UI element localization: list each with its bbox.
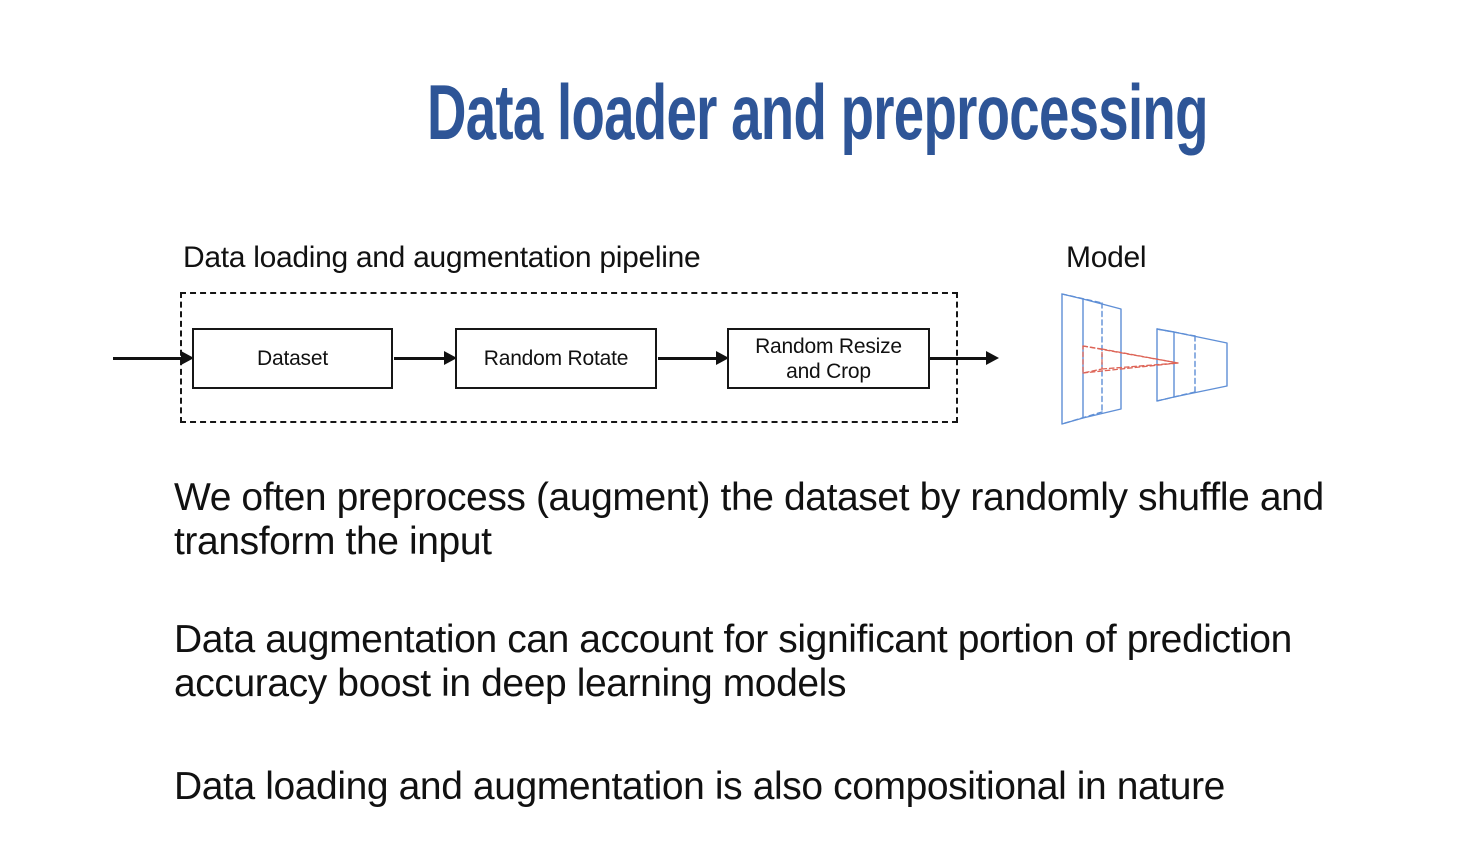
paragraph-preprocess: We often preprocess (augment) the datase…	[174, 476, 1324, 564]
arrow-head-icon	[444, 351, 457, 365]
flow-arrow-dataset-to-rotate	[394, 351, 457, 365]
paragraph-line: We often preprocess (augment) the datase…	[174, 476, 1324, 519]
paragraph-line: transform the input	[174, 520, 492, 563]
arrow-shaft	[658, 356, 718, 360]
arrow-shaft	[394, 356, 446, 360]
arrow-head-icon	[986, 351, 999, 365]
pipeline-step-dataset: Dataset	[192, 328, 393, 389]
pipeline-step-label: Random Rotate	[483, 347, 629, 370]
paragraph-line: accuracy boost in deep learning models	[174, 662, 847, 705]
slide-title: Data loader and preprocessing	[427, 68, 1208, 156]
model-section-label: Model	[1066, 241, 1147, 274]
pipeline-step-label: Dataset	[257, 347, 328, 370]
pipeline-step-random-rotate: Random Rotate	[455, 328, 657, 389]
pipeline-step-label: Random Resize	[755, 334, 902, 358]
arrow-head-icon	[716, 351, 729, 365]
arrow-shaft	[113, 356, 183, 360]
cnn-model-icon	[1061, 293, 1228, 425]
flow-arrow-input	[113, 351, 194, 365]
paragraph-line: Data augmentation can account for signif…	[174, 618, 1292, 661]
flow-arrow-rotate-to-resize	[658, 351, 729, 365]
pipeline-step-label: and Crop	[786, 359, 871, 383]
paragraph-compositional: Data loading and augmentation is also co…	[174, 765, 1225, 809]
flow-arrow-output-to-model	[930, 351, 999, 365]
pipeline-step-random-resize-crop: Random Resize and Crop	[727, 328, 930, 389]
arrow-head-icon	[181, 351, 194, 365]
pipeline-section-label: Data loading and augmentation pipeline	[183, 241, 701, 274]
arrow-shaft	[930, 356, 988, 360]
paragraph-augmentation-accuracy: Data augmentation can account for signif…	[174, 618, 1292, 706]
paragraph-line: Data loading and augmentation is also co…	[174, 765, 1225, 808]
